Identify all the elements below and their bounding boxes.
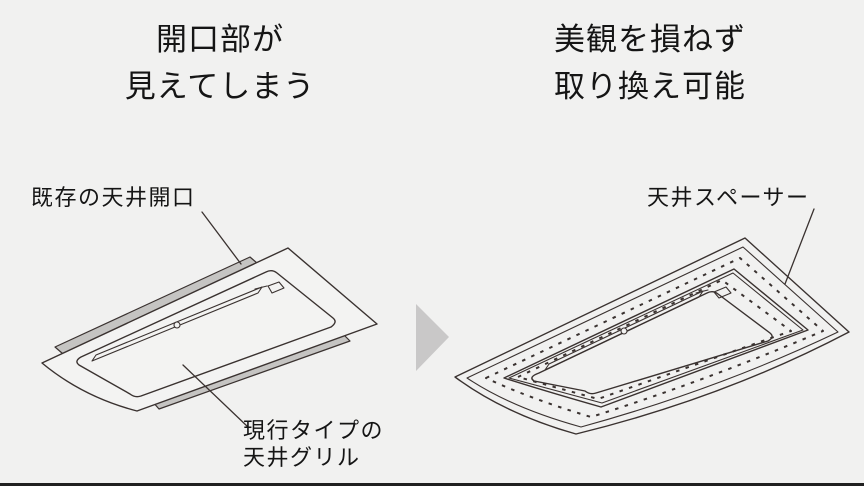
spacer-grill-outer-edge-inner-line	[508, 272, 804, 404]
spacer-inner-rim	[466, 246, 839, 428]
leader-existing-opening	[201, 211, 242, 265]
bottom-divider-bar	[0, 483, 864, 486]
hidden-opening-dotted-outline	[485, 257, 824, 418]
label-ceiling-spacer: 天井スペーサー	[647, 185, 810, 210]
right-title: 美観を損ねず 取り換え可能	[456, 16, 844, 110]
right-diagram-ceiling-spacer	[454, 208, 850, 435]
label-existing-ceiling-opening: 既存の天井開口	[31, 185, 196, 210]
grill-corner-notch	[267, 281, 285, 294]
hidden-frame-dotted-outline	[517, 279, 792, 400]
right-title-line1: 美観を損ねず	[554, 22, 746, 57]
transition-arrow-icon	[416, 304, 449, 371]
spacer-outer-edge	[454, 237, 850, 435]
leader-ceiling-spacer	[784, 208, 815, 285]
grill-vane-clip	[173, 321, 181, 329]
spacer-grill-inner-frame	[531, 291, 773, 395]
label-current-type-grill-line1: 現行タイプの	[243, 418, 385, 443]
spacer-grill-outer-edge	[503, 268, 809, 408]
left-diagram-current-grill	[41, 211, 378, 428]
grill-outer-panel	[41, 247, 378, 412]
left-title-line1: 開口部が	[156, 22, 284, 57]
spacer-grill-vane-clip	[620, 327, 628, 335]
spacer-grill-corner-notch	[713, 286, 732, 299]
grill-inner-frame	[76, 270, 336, 398]
left-title: 開口部が 見えてしまう	[24, 16, 416, 110]
label-current-type-grill: 現行タイプの 天井グリル	[243, 417, 384, 471]
left-title-line2: 見えてしまう	[124, 69, 316, 104]
spacer-grill-slot-step	[695, 289, 709, 294]
grill-slot-step	[254, 285, 268, 290]
label-current-type-grill-line2: 天井グリル	[243, 445, 361, 470]
leader-current-grill	[182, 364, 249, 428]
right-title-line2: 取り換え可能	[554, 69, 746, 104]
